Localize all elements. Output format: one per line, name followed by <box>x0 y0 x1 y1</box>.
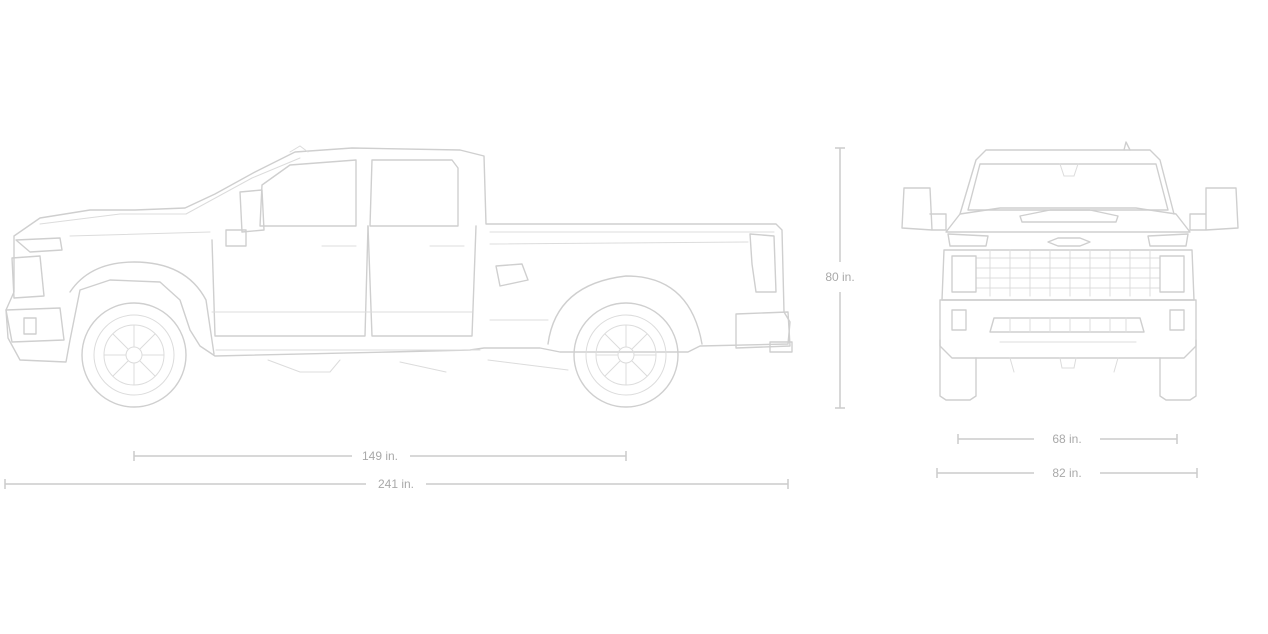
front-hood <box>945 207 1191 233</box>
front-headlamp-right <box>1147 233 1189 247</box>
front-mirror-right <box>1189 187 1239 231</box>
side-mirror <box>225 189 265 247</box>
front-mirror-left <box>901 187 947 231</box>
front-cab-outline <box>959 149 1175 215</box>
side-rear-wheel <box>573 302 679 408</box>
front-headlamp-left <box>947 233 989 247</box>
side-door-front <box>211 225 369 337</box>
dimension-label-width: 82 in. <box>1052 466 1082 480</box>
side-front-wheel-arch <box>69 261 215 355</box>
front-bumper <box>939 299 1197 359</box>
dimension-label-height: 80 in. <box>825 270 855 284</box>
side-rear-bumper <box>735 311 793 353</box>
front-bowtie <box>1047 237 1091 247</box>
front-tire-left <box>939 339 977 401</box>
front-tire-right <box>1159 339 1197 401</box>
dimension-label-length: 241 in. <box>377 477 415 491</box>
dimension-line-height <box>835 147 845 409</box>
truck-front-view <box>901 141 1239 401</box>
dimension-line-width <box>936 468 1198 478</box>
side-rear-wheel-arch <box>547 275 703 345</box>
dimension-line-track <box>957 434 1178 444</box>
side-front-window <box>259 159 357 227</box>
dimension-line-wheelbase <box>133 451 627 461</box>
side-bed-lines <box>489 231 775 321</box>
dimension-label-wheelbase: 149 in. <box>361 449 399 463</box>
front-windshield <box>967 163 1169 211</box>
side-front-wheel <box>81 302 187 408</box>
truck-side-view <box>5 145 793 408</box>
side-rear-window <box>369 159 459 227</box>
side-body-outline <box>5 147 791 363</box>
side-front-lamp <box>15 237 63 253</box>
dimension-label-track-width: 68 in. <box>1052 432 1082 446</box>
dimension-line-length <box>4 479 789 489</box>
side-tail-light <box>749 233 777 293</box>
side-door-rear <box>367 225 477 337</box>
